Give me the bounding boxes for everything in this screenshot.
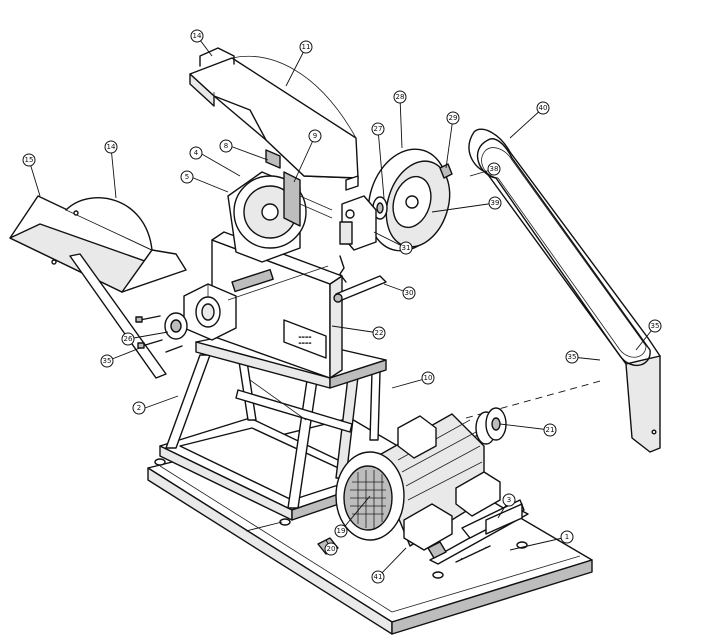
callout-15-balloon: 15	[22, 153, 36, 167]
callout-4-label: 4	[194, 149, 199, 157]
callout-38-balloon: 38	[487, 162, 501, 176]
rotor-assembly	[227, 149, 333, 263]
callout-15-label: 15	[25, 156, 34, 164]
callout-35-left-balloon: 35	[100, 354, 114, 368]
callout-21-label: 21	[546, 426, 555, 434]
callout-20-label: 20	[327, 545, 336, 553]
callout-5-balloon: 5	[180, 170, 194, 184]
callout-31-label: 31	[402, 244, 411, 252]
callout-39-balloon: 39	[488, 196, 502, 210]
callout-9-balloon: 9	[308, 129, 322, 143]
upper-cover	[189, 47, 359, 191]
callout-30-balloon: 30	[402, 286, 416, 300]
callout-22-label: 22	[375, 329, 384, 337]
hopper	[9, 195, 187, 379]
callout-19-balloon: 19	[334, 524, 348, 538]
callout-21-balloon: 21	[543, 423, 557, 437]
callout-3-label: 3	[507, 496, 511, 504]
callout-1-label: 1	[565, 533, 569, 541]
callout-9-label: 9	[313, 132, 317, 140]
callout-31-balloon: 31	[399, 241, 413, 255]
callout-39-label: 39	[491, 199, 500, 207]
tension-bolt	[333, 255, 387, 303]
callout-2-label: 2	[137, 404, 141, 412]
callout-1-balloon: 1	[560, 530, 574, 544]
callout-41-label: 41	[374, 573, 383, 581]
callout-8-label: 8	[224, 142, 228, 150]
callout-22-balloon: 22	[372, 326, 386, 340]
callout-20-balloon: 20	[324, 542, 338, 556]
callout-balloons: 1 2 3 4 5 8 9 10 11 14 14 15 19 20 21 22…	[22, 29, 662, 584]
callout-14-left-label: 14	[107, 143, 116, 151]
callout-29-balloon: 29	[446, 111, 460, 125]
callout-4-balloon: 4	[189, 146, 203, 160]
callout-26-balloon: 26	[121, 332, 135, 346]
callout-35-belt-balloon: 35	[565, 350, 579, 364]
plate-marking-2: ▬▬▬▬	[298, 341, 311, 345]
callout-5-label: 5	[185, 173, 189, 181]
callout-27-balloon: 27	[371, 122, 385, 136]
callout-14-top-balloon: 14	[190, 29, 204, 43]
shaft-bearing-group	[135, 265, 329, 353]
callout-29-label: 29	[449, 114, 458, 122]
callout-28-balloon: 28	[393, 90, 407, 104]
callout-10-balloon: 10	[421, 371, 435, 385]
callout-35-guard-balloon: 35	[648, 319, 662, 333]
motor-rails	[317, 499, 529, 565]
callout-2-balloon: 2	[132, 401, 146, 415]
callout-40-balloon: 40	[536, 101, 550, 115]
callout-19-label: 19	[337, 527, 346, 535]
callout-14-left-balloon: 14	[104, 140, 118, 154]
callout-40-label: 40	[539, 104, 548, 112]
callout-8-balloon: 8	[219, 139, 233, 153]
callout-35-left-label: 35	[103, 357, 112, 365]
callout-35-belt-label: 35	[568, 353, 577, 361]
callout-3-balloon: 3	[502, 493, 516, 507]
belt-guard	[468, 128, 661, 453]
callout-14-top-label: 14	[193, 32, 202, 40]
callout-35-guard-label: 35	[651, 322, 660, 330]
callout-30-label: 30	[405, 289, 414, 297]
callout-38-label: 38	[490, 165, 499, 173]
callout-11-balloon: 11	[299, 40, 313, 54]
plate-marking: ▬▬▬▬	[298, 335, 311, 339]
callout-26-label: 26	[124, 335, 133, 343]
callout-27-label: 27	[374, 125, 383, 133]
callout-28-label: 28	[396, 93, 405, 101]
callout-11-label: 11	[302, 43, 311, 51]
callout-41-balloon: 41	[371, 570, 385, 584]
callout-10-label: 10	[424, 374, 433, 382]
driven-pulley	[339, 148, 453, 252]
